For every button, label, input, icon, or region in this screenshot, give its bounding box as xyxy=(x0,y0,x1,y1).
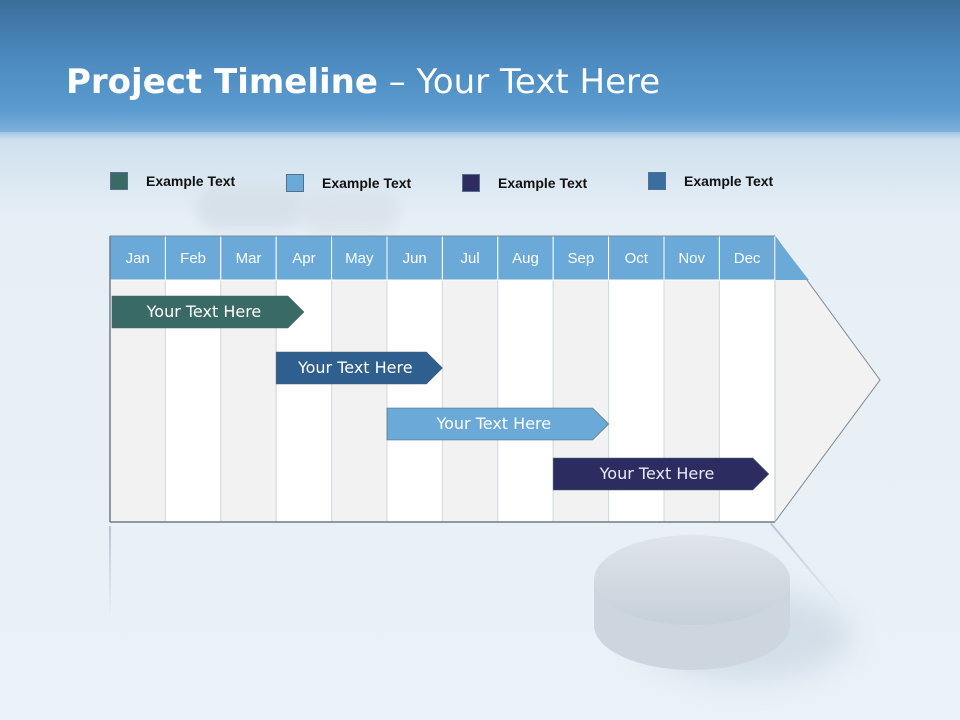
month-header-cell xyxy=(331,235,388,281)
month-column xyxy=(497,279,554,523)
month-column xyxy=(386,279,443,523)
month-header-cell xyxy=(386,235,443,281)
month-column xyxy=(441,279,499,523)
month-label: Jan xyxy=(126,250,150,267)
month-header-cell xyxy=(220,235,277,281)
month-column xyxy=(331,279,388,523)
month-header-cell xyxy=(275,235,333,281)
legend-item-1: Example Text xyxy=(110,170,235,192)
legend-item-2: Example Text xyxy=(286,172,411,194)
month-label: Sep xyxy=(568,250,595,267)
month-label: Nov xyxy=(678,250,705,267)
legend-swatch xyxy=(286,174,304,192)
task-bar-3 xyxy=(386,407,610,441)
month-label: Mar xyxy=(236,250,262,267)
month-header-cell xyxy=(552,235,610,281)
reflection xyxy=(109,526,111,616)
pill-image xyxy=(594,535,790,670)
legend-item-3: Example Text xyxy=(462,172,587,194)
legend-label: Example Text xyxy=(322,175,412,191)
legend-swatch xyxy=(462,174,480,192)
legend-item-4: Example Text xyxy=(648,170,773,192)
month-label: Jul xyxy=(461,250,480,267)
title-bold: Project Timeline xyxy=(66,62,378,102)
month-label: Oct xyxy=(625,250,649,267)
month-label: May xyxy=(345,250,374,267)
arrow-head-header xyxy=(774,236,809,280)
task-bar-4 xyxy=(552,457,770,491)
month-label: Dec xyxy=(734,250,761,267)
legend-label: Example Text xyxy=(498,175,588,191)
task-label-1: Your Text Here xyxy=(146,302,262,321)
month-label: Apr xyxy=(292,250,315,267)
month-header-cell xyxy=(718,235,776,281)
month-header-cell xyxy=(164,235,222,281)
task-label-4: Your Text Here xyxy=(599,464,715,483)
month-label: Aug xyxy=(512,250,539,267)
legend-swatch xyxy=(648,172,666,190)
slide-title: Project Timeline – Your Text Here xyxy=(66,58,660,106)
task-label-2: Your Text Here xyxy=(297,358,413,377)
background-pill-blur xyxy=(300,190,400,234)
title-banner xyxy=(0,0,960,132)
month-header-cell xyxy=(441,235,499,281)
task-bar-2 xyxy=(275,351,443,385)
task-label-3: Your Text Here xyxy=(436,414,552,433)
legend-label: Example Text xyxy=(684,173,774,189)
month-label: Feb xyxy=(180,250,206,267)
legend-label: Example Text xyxy=(146,173,236,189)
month-label: Jun xyxy=(403,250,427,267)
legend-swatch xyxy=(110,172,128,190)
title-rest: – Your Text Here xyxy=(377,62,661,102)
task-bar-1 xyxy=(111,295,305,329)
